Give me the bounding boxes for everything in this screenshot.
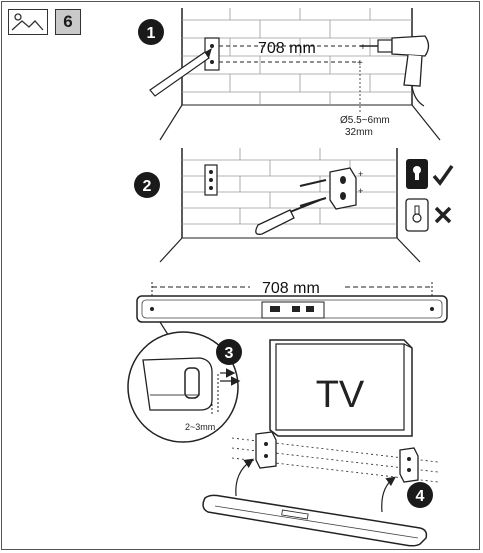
step1-wall: + + xyxy=(149,8,441,141)
tv-label: TV xyxy=(316,374,365,416)
step2-badge: 2 xyxy=(134,172,160,198)
drill-diameter-label: Ø5.5~6mm xyxy=(340,115,390,126)
wrong-orientation-icon xyxy=(405,198,452,232)
step4-badge: 4 xyxy=(407,482,433,508)
svg-text:+: + xyxy=(360,42,366,53)
svg-text:2: 2 xyxy=(143,178,152,195)
left-bracket xyxy=(255,431,277,469)
gap-label: 2~3mm xyxy=(185,422,215,432)
svg-text:+: + xyxy=(357,58,363,69)
step3-distance-label: 708 mm xyxy=(262,280,320,297)
right-bracket xyxy=(399,447,419,483)
soundbar-top xyxy=(136,282,448,323)
correct-orientation-icon xyxy=(406,159,454,189)
svg-text:1: 1 xyxy=(147,25,156,42)
svg-text:4: 4 xyxy=(416,488,425,505)
step1-badge: 1 xyxy=(138,19,164,45)
tv xyxy=(269,339,413,437)
screwdriver-icon xyxy=(255,199,321,235)
step1-distance-label: 708 mm xyxy=(258,40,316,57)
step3-badge: 3 xyxy=(216,339,242,365)
drill-icon xyxy=(360,35,430,107)
image-icon xyxy=(8,9,48,35)
page-number-badge: 6 xyxy=(55,9,81,35)
bracket-detail-zoom xyxy=(127,321,241,443)
step2-wall: + + xyxy=(159,148,421,263)
svg-text:3: 3 xyxy=(225,345,234,362)
drill-depth-label: 32mm xyxy=(345,127,373,138)
svg-text:+: + xyxy=(358,169,363,179)
soundbar-bottom xyxy=(202,494,428,547)
svg-text:+: + xyxy=(358,186,363,196)
pencil-icon xyxy=(149,48,212,97)
